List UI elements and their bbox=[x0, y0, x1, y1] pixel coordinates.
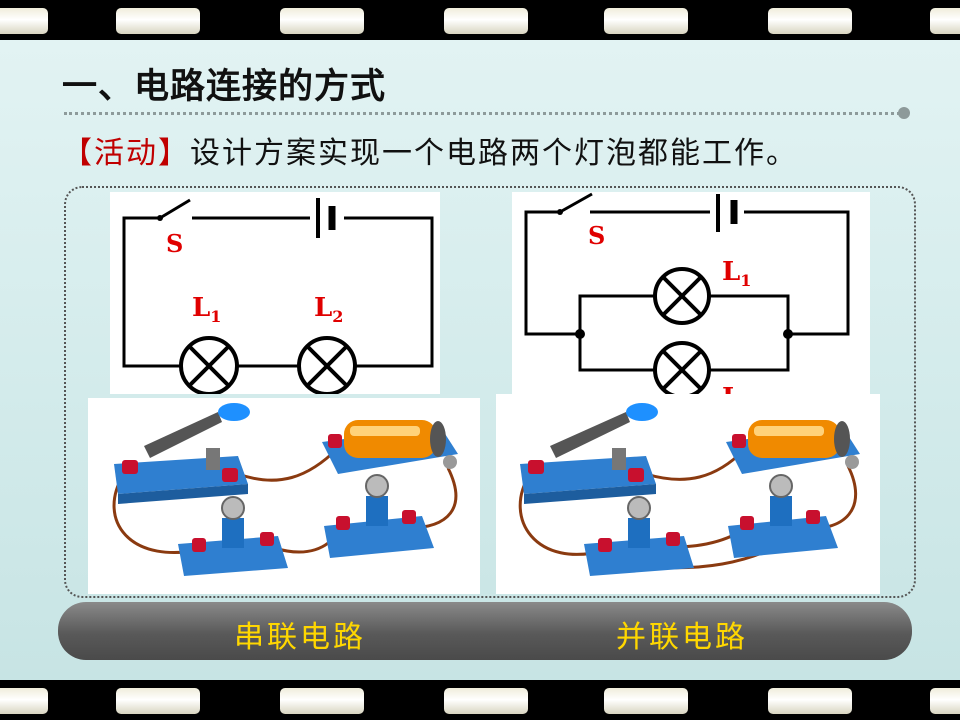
activity-text: 设计方案实现一个电路两个灯泡都能工作。 bbox=[190, 136, 798, 171]
lamp-symbol-1 bbox=[653, 267, 711, 325]
film-hole bbox=[444, 8, 528, 34]
lamp-symbol-2 bbox=[653, 341, 711, 399]
film-hole bbox=[930, 688, 960, 714]
slide-content: 一、电路连接的方式 【活动】设计方案实现一个电路两个灯泡都能工作。 bbox=[0, 40, 960, 680]
slide-title: 一、电路连接的方式 bbox=[62, 67, 387, 107]
title-divider bbox=[64, 112, 900, 115]
film-hole bbox=[116, 8, 200, 34]
series-lamp2-label: L2 bbox=[314, 293, 343, 326]
lamp-model-2 bbox=[324, 474, 434, 558]
series-lamp1-label: L1 bbox=[192, 293, 221, 326]
battery-model bbox=[322, 420, 458, 474]
film-hole bbox=[604, 8, 688, 34]
junction-left bbox=[575, 329, 585, 339]
film-hole bbox=[280, 688, 364, 714]
diagram-frame bbox=[64, 186, 916, 598]
battery-symbol bbox=[710, 194, 744, 232]
film-hole bbox=[280, 8, 364, 34]
series-circuit-caption: 串联电路 bbox=[234, 620, 366, 655]
activity-line: 【活动】设计方案实现一个电路两个灯泡都能工作。 bbox=[62, 128, 798, 172]
lamp-model-2 bbox=[728, 474, 838, 558]
film-hole bbox=[444, 688, 528, 714]
battery-symbol bbox=[310, 198, 344, 238]
film-strip-bottom bbox=[0, 680, 960, 720]
film-strip-top bbox=[0, 0, 960, 40]
series-circuit-illustration bbox=[88, 398, 480, 594]
lamp-model-1 bbox=[178, 496, 288, 576]
switch-symbol bbox=[157, 198, 191, 221]
activity-tag: 【活动】 bbox=[62, 136, 190, 171]
parallel-circuit-caption: 并联电路 bbox=[616, 620, 748, 655]
series-switch-label: S bbox=[166, 229, 183, 258]
lamp-symbol-1 bbox=[179, 336, 239, 394]
junction-right bbox=[783, 329, 793, 339]
film-hole bbox=[0, 8, 48, 34]
film-hole bbox=[604, 688, 688, 714]
film-hole bbox=[930, 8, 960, 34]
switch-model bbox=[520, 403, 658, 504]
parallel-lamp1-label: L1 bbox=[722, 257, 751, 290]
parallel-switch-label: S bbox=[588, 221, 605, 250]
film-hole bbox=[0, 688, 48, 714]
film-hole bbox=[116, 688, 200, 714]
parallel-circuit-illustration bbox=[496, 394, 880, 594]
series-circuit-schematic: S L1 L2 bbox=[110, 192, 440, 394]
switch-model bbox=[114, 403, 250, 504]
switch-symbol bbox=[557, 192, 593, 215]
caption-bar: 串联电路 并联电路 bbox=[58, 602, 912, 660]
lamp-symbol-2 bbox=[297, 336, 357, 394]
parallel-circuit-schematic: S L1 L2 bbox=[512, 192, 870, 414]
title-divider-end bbox=[898, 107, 910, 119]
film-hole bbox=[768, 8, 852, 34]
lamp-model-1 bbox=[584, 496, 694, 576]
battery-model bbox=[726, 420, 860, 474]
film-hole bbox=[768, 688, 852, 714]
